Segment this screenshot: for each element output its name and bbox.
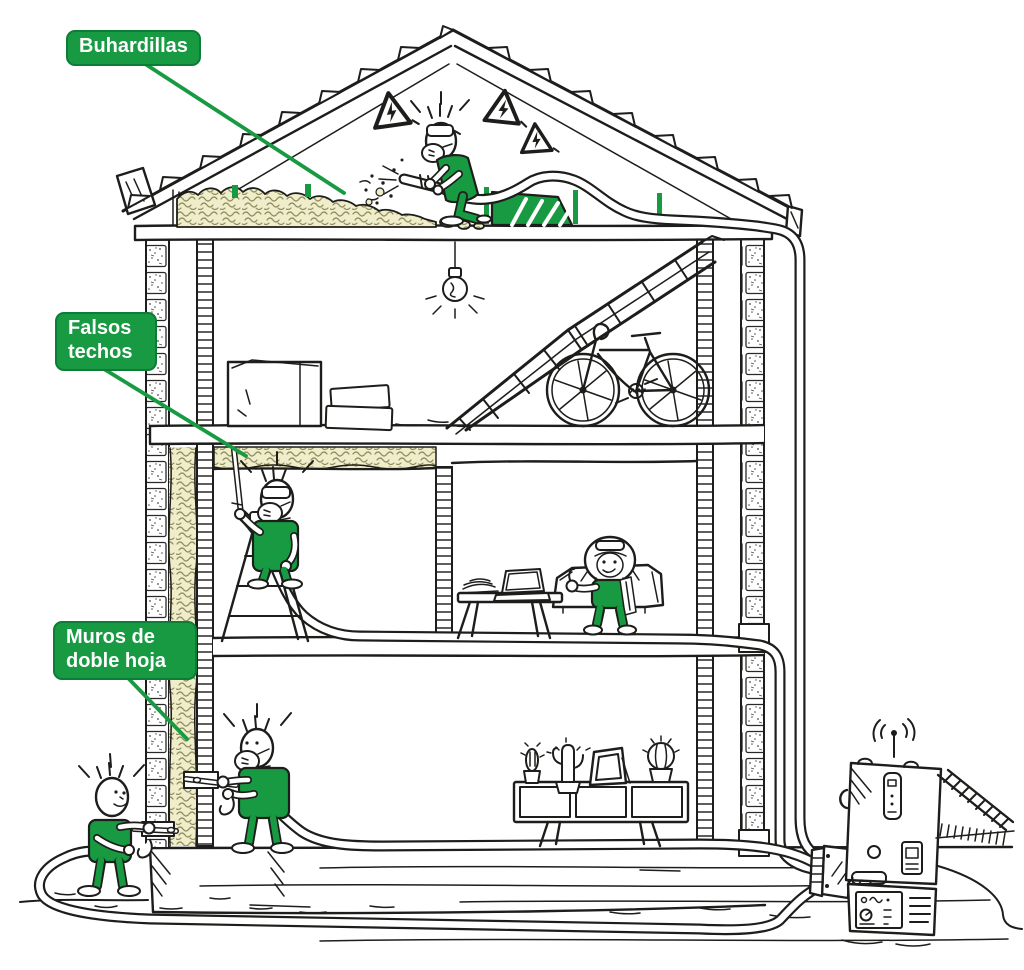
picture-frame xyxy=(588,746,631,787)
injection-lance-middle xyxy=(231,447,244,517)
insulation-spray xyxy=(359,158,404,206)
dust-mask-icon xyxy=(421,143,445,163)
worker-middle-floor xyxy=(234,451,314,590)
cactus xyxy=(642,735,680,783)
second-floor-slab xyxy=(148,423,766,446)
resident-woman xyxy=(565,535,640,636)
light-bulb-icon xyxy=(425,241,485,319)
attic-baffle-board xyxy=(484,187,662,227)
depth-marker xyxy=(305,184,311,197)
desk xyxy=(456,568,564,640)
hose-ground-run xyxy=(34,845,830,936)
wifi-signal-icon xyxy=(872,718,916,758)
worker-ground-floor xyxy=(183,703,294,854)
leader-lines xyxy=(102,56,346,741)
blowing-machine xyxy=(808,718,1023,947)
left-wall-inner-leaf xyxy=(196,237,214,847)
right-wall-outer-leaf xyxy=(740,227,765,847)
sideboard xyxy=(512,735,690,848)
storage-boxes xyxy=(226,359,469,432)
goggles-icon xyxy=(426,124,454,137)
attic-stairs xyxy=(445,235,725,435)
depth-marker xyxy=(232,185,238,198)
goggles-icon xyxy=(261,486,291,499)
false-ceiling-insulation xyxy=(212,446,438,471)
cactus xyxy=(546,737,591,794)
worker-attic xyxy=(410,91,492,227)
electric-hazard-icons xyxy=(371,86,561,157)
attic-insulation xyxy=(176,184,485,230)
power-cable xyxy=(937,865,1023,930)
worker-outside xyxy=(77,753,179,897)
papers xyxy=(461,578,499,594)
living-room-ceiling-line xyxy=(450,459,699,465)
label-attic: Buhardillas xyxy=(66,30,201,66)
interior-partition xyxy=(435,466,453,639)
machine-intake-chute xyxy=(935,768,1015,846)
label-cavity-walls: Muros de doble hoja xyxy=(53,621,197,681)
goggles-icon xyxy=(595,540,625,551)
hose-ground-floor xyxy=(248,786,822,870)
cactus xyxy=(520,742,545,784)
right-wall-inner-leaf xyxy=(696,237,714,847)
label-false-ceilings: Falsos techos xyxy=(55,312,157,372)
laptop xyxy=(493,568,551,602)
house-structure xyxy=(115,25,804,849)
bicycle xyxy=(545,322,711,428)
electric-hazard-icon xyxy=(482,86,532,129)
